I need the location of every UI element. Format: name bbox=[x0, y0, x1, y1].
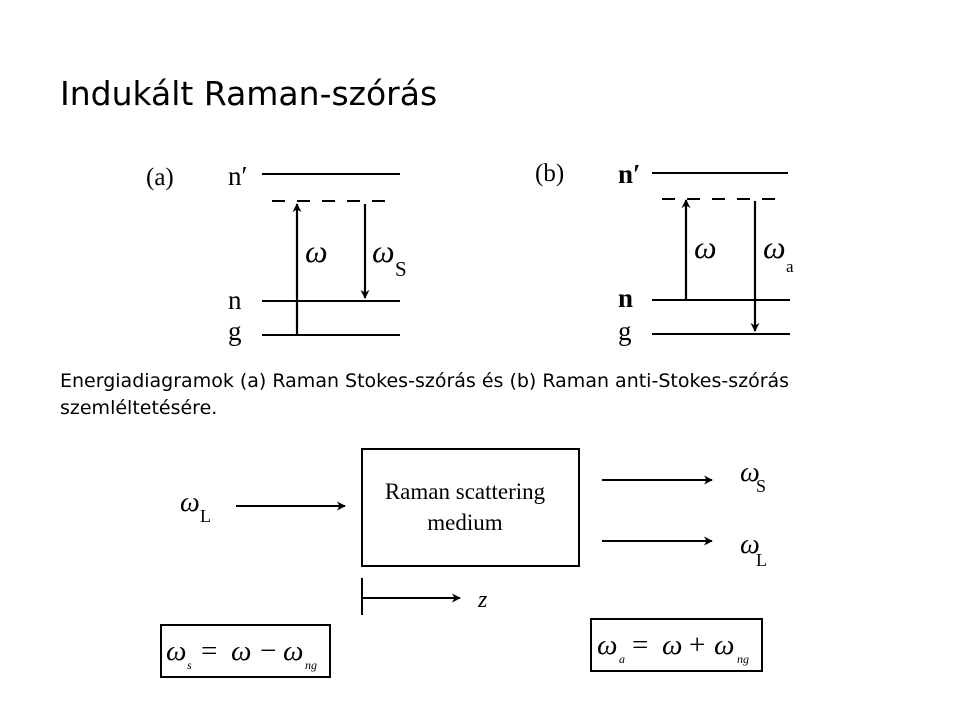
formula-stokes-box bbox=[160, 624, 331, 678]
formula-stokes-eq: = bbox=[201, 635, 217, 667]
output2-symbol: ω bbox=[740, 529, 760, 560]
formula-stokes-term2-sub: ng bbox=[305, 658, 317, 672]
formula-stokes-lhs-sub: s bbox=[187, 658, 192, 672]
formula-antistokes-lhs: ω bbox=[597, 629, 617, 661]
formula-antistokes-term1: ω bbox=[662, 629, 682, 661]
formula-antistokes: ω a = ω + ω ng bbox=[590, 618, 763, 672]
out-subscript-b: a bbox=[786, 257, 794, 276]
medium-label-line1: Raman scattering bbox=[385, 479, 546, 504]
formula-stokes: ω s = ω − ω ng bbox=[160, 624, 331, 678]
output1-symbol: ω bbox=[740, 457, 760, 488]
level-label-upper-a: n′ bbox=[228, 161, 247, 191]
scattering-setup: ω L Raman scattering medium ω S ω L z bbox=[180, 448, 767, 615]
medium-label-line2: medium bbox=[427, 510, 502, 535]
level-label-ground-a: g bbox=[228, 316, 242, 346]
output1-subscript: S bbox=[756, 476, 766, 496]
level-label-ground-b: g bbox=[618, 316, 632, 346]
formula-antistokes-box bbox=[590, 618, 763, 672]
z-axis-label: z bbox=[477, 587, 488, 613]
formula-stokes-op: − bbox=[260, 635, 276, 667]
output2-subscript: L bbox=[756, 550, 767, 570]
formula-antistokes-op: + bbox=[689, 629, 705, 661]
energy-diagram-a: (a) n′ n g ω ω S bbox=[146, 161, 407, 346]
out-symbol-b: ω bbox=[763, 229, 786, 265]
figure-caption: Energiadiagramok (a) Raman Stokes-szórás… bbox=[60, 370, 790, 419]
panel-label-b: (b) bbox=[535, 160, 564, 187]
scattering-medium-box bbox=[361, 448, 580, 567]
input-subscript: L bbox=[200, 506, 211, 526]
level-label-upper-b: n′ bbox=[618, 159, 641, 189]
formula-antistokes-term2: ω bbox=[714, 629, 734, 661]
level-label-middle-a: n bbox=[228, 285, 242, 315]
pump-symbol-b: ω bbox=[694, 229, 717, 265]
panel-label-a: (a) bbox=[146, 164, 174, 191]
out-subscript-a: S bbox=[395, 257, 407, 281]
formula-antistokes-eq: = bbox=[632, 629, 648, 661]
formula-antistokes-lhs-sub: a bbox=[619, 652, 625, 666]
input-symbol: ω bbox=[180, 487, 200, 518]
energy-diagram-b: (b) n′ n g ω ω a bbox=[535, 159, 794, 346]
pump-symbol-a: ω bbox=[305, 233, 328, 269]
out-symbol-a: ω bbox=[372, 233, 395, 269]
formula-stokes-lhs: ω bbox=[166, 635, 186, 667]
formula-stokes-term1: ω bbox=[231, 635, 251, 667]
formula-antistokes-term2-sub: ng bbox=[737, 652, 749, 666]
formula-stokes-term2: ω bbox=[283, 635, 303, 667]
level-label-middle-b: n bbox=[618, 283, 633, 313]
slide-title: Indukált Raman-szórás bbox=[60, 74, 438, 113]
